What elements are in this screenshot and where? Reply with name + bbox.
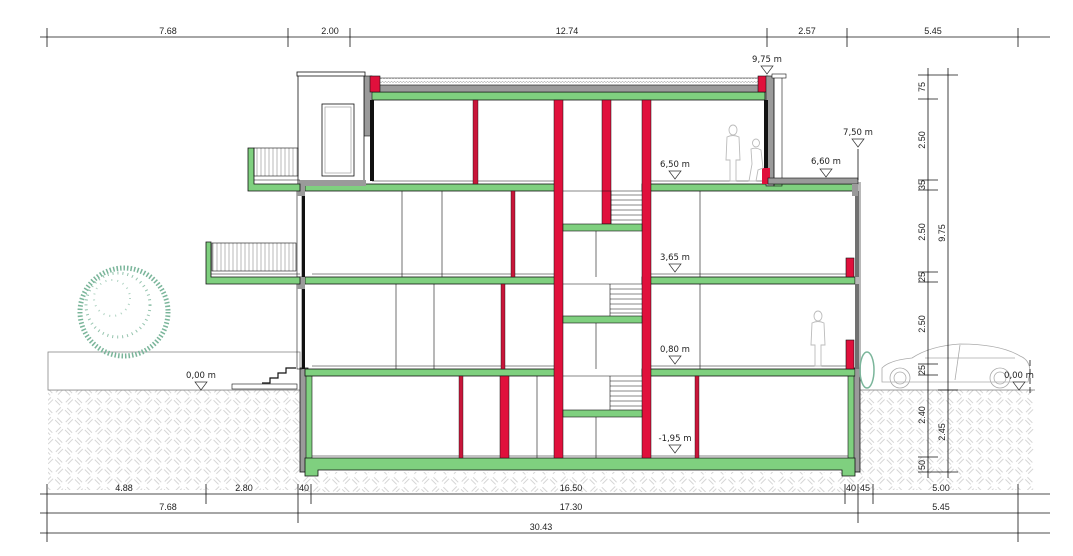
svg-text:2.45: 2.45 [937,423,947,441]
svg-text:50: 50 [917,460,927,470]
svg-text:7,50 m: 7,50 m [843,128,873,138]
svg-text:40: 40 [299,483,309,493]
svg-text:7.68: 7.68 [159,26,177,36]
svg-text:5.45: 5.45 [932,502,950,512]
svg-text:40: 40 [846,483,856,493]
level-marker-ground-floor: 0,80 m [660,345,690,365]
svg-text:7.68: 7.68 [159,502,177,512]
door-icon [321,103,355,177]
level-marker-roof: 9,75 m [752,55,782,75]
svg-text:2.00: 2.00 [321,26,339,36]
svg-text:2.40: 2.40 [917,406,927,424]
svg-text:6,60 m: 6,60 m [811,157,841,167]
svg-text:6,50 m: 6,50 m [660,160,690,170]
level-marker-ground-left: 0,00 m [186,371,216,391]
dimension-lines [40,28,1050,542]
svg-text:17.30: 17.30 [560,502,583,512]
stair-core [562,190,643,458]
dimension-labels-bottom: 4.88 2.80 40 16.50 40 45 5.00 7.68 17.30… [115,483,950,532]
svg-text:30.43: 30.43 [530,522,553,532]
svg-text:5.00: 5.00 [932,483,950,493]
svg-text:35: 35 [917,180,927,190]
building [205,71,1031,477]
level-marker-ground-right: 0,00 m [1004,371,1034,391]
person-figure-icon [725,124,826,367]
car-icon [881,343,1031,389]
svg-text:2.57: 2.57 [798,26,816,36]
level-markers: 9,75 m 7,50 m 6,60 m 6,50 m 3,65 m 0,80 … [186,55,1034,454]
svg-text:75: 75 [917,82,927,92]
svg-text:12.74: 12.74 [556,26,579,36]
svg-text:-1,95 m: -1,95 m [659,434,692,444]
svg-text:3,65 m: 3,65 m [660,253,690,263]
svg-text:9,75 m: 9,75 m [752,55,782,65]
level-marker-1st-floor: 3,65 m [660,253,690,273]
shrub-icon [859,351,875,389]
dimension-labels-top: 7.68 2.00 12.74 2.57 5.45 [159,26,942,36]
svg-text:2.50: 2.50 [917,223,927,241]
level-marker-2nd-floor: 6,50 m [660,160,690,180]
svg-text:5.45: 5.45 [924,26,942,36]
svg-text:25: 25 [917,365,927,375]
tree-icon [77,265,171,359]
svg-text:0,80 m: 0,80 m [660,345,690,355]
svg-text:2.50: 2.50 [917,131,927,149]
svg-text:0,00 m: 0,00 m [1004,371,1034,381]
svg-text:25: 25 [917,272,927,282]
ground-soil [47,351,1035,492]
level-marker-basement: -1,95 m [659,434,692,454]
dimension-labels-right: 75 2.50 35 2.50 25 2.50 25 2.40 50 9.75 … [917,82,947,470]
level-marker-terrace: 6,60 m [811,157,841,178]
svg-text:0,00 m: 0,00 m [186,371,216,381]
svg-text:9.75: 9.75 [937,224,947,242]
svg-text:2.80: 2.80 [235,483,253,493]
svg-text:2.50: 2.50 [917,315,927,333]
level-marker-railing: 7,50 m [843,128,873,148]
svg-text:16.50: 16.50 [560,483,583,493]
svg-text:4.88: 4.88 [115,483,133,493]
svg-text:45: 45 [860,483,870,493]
